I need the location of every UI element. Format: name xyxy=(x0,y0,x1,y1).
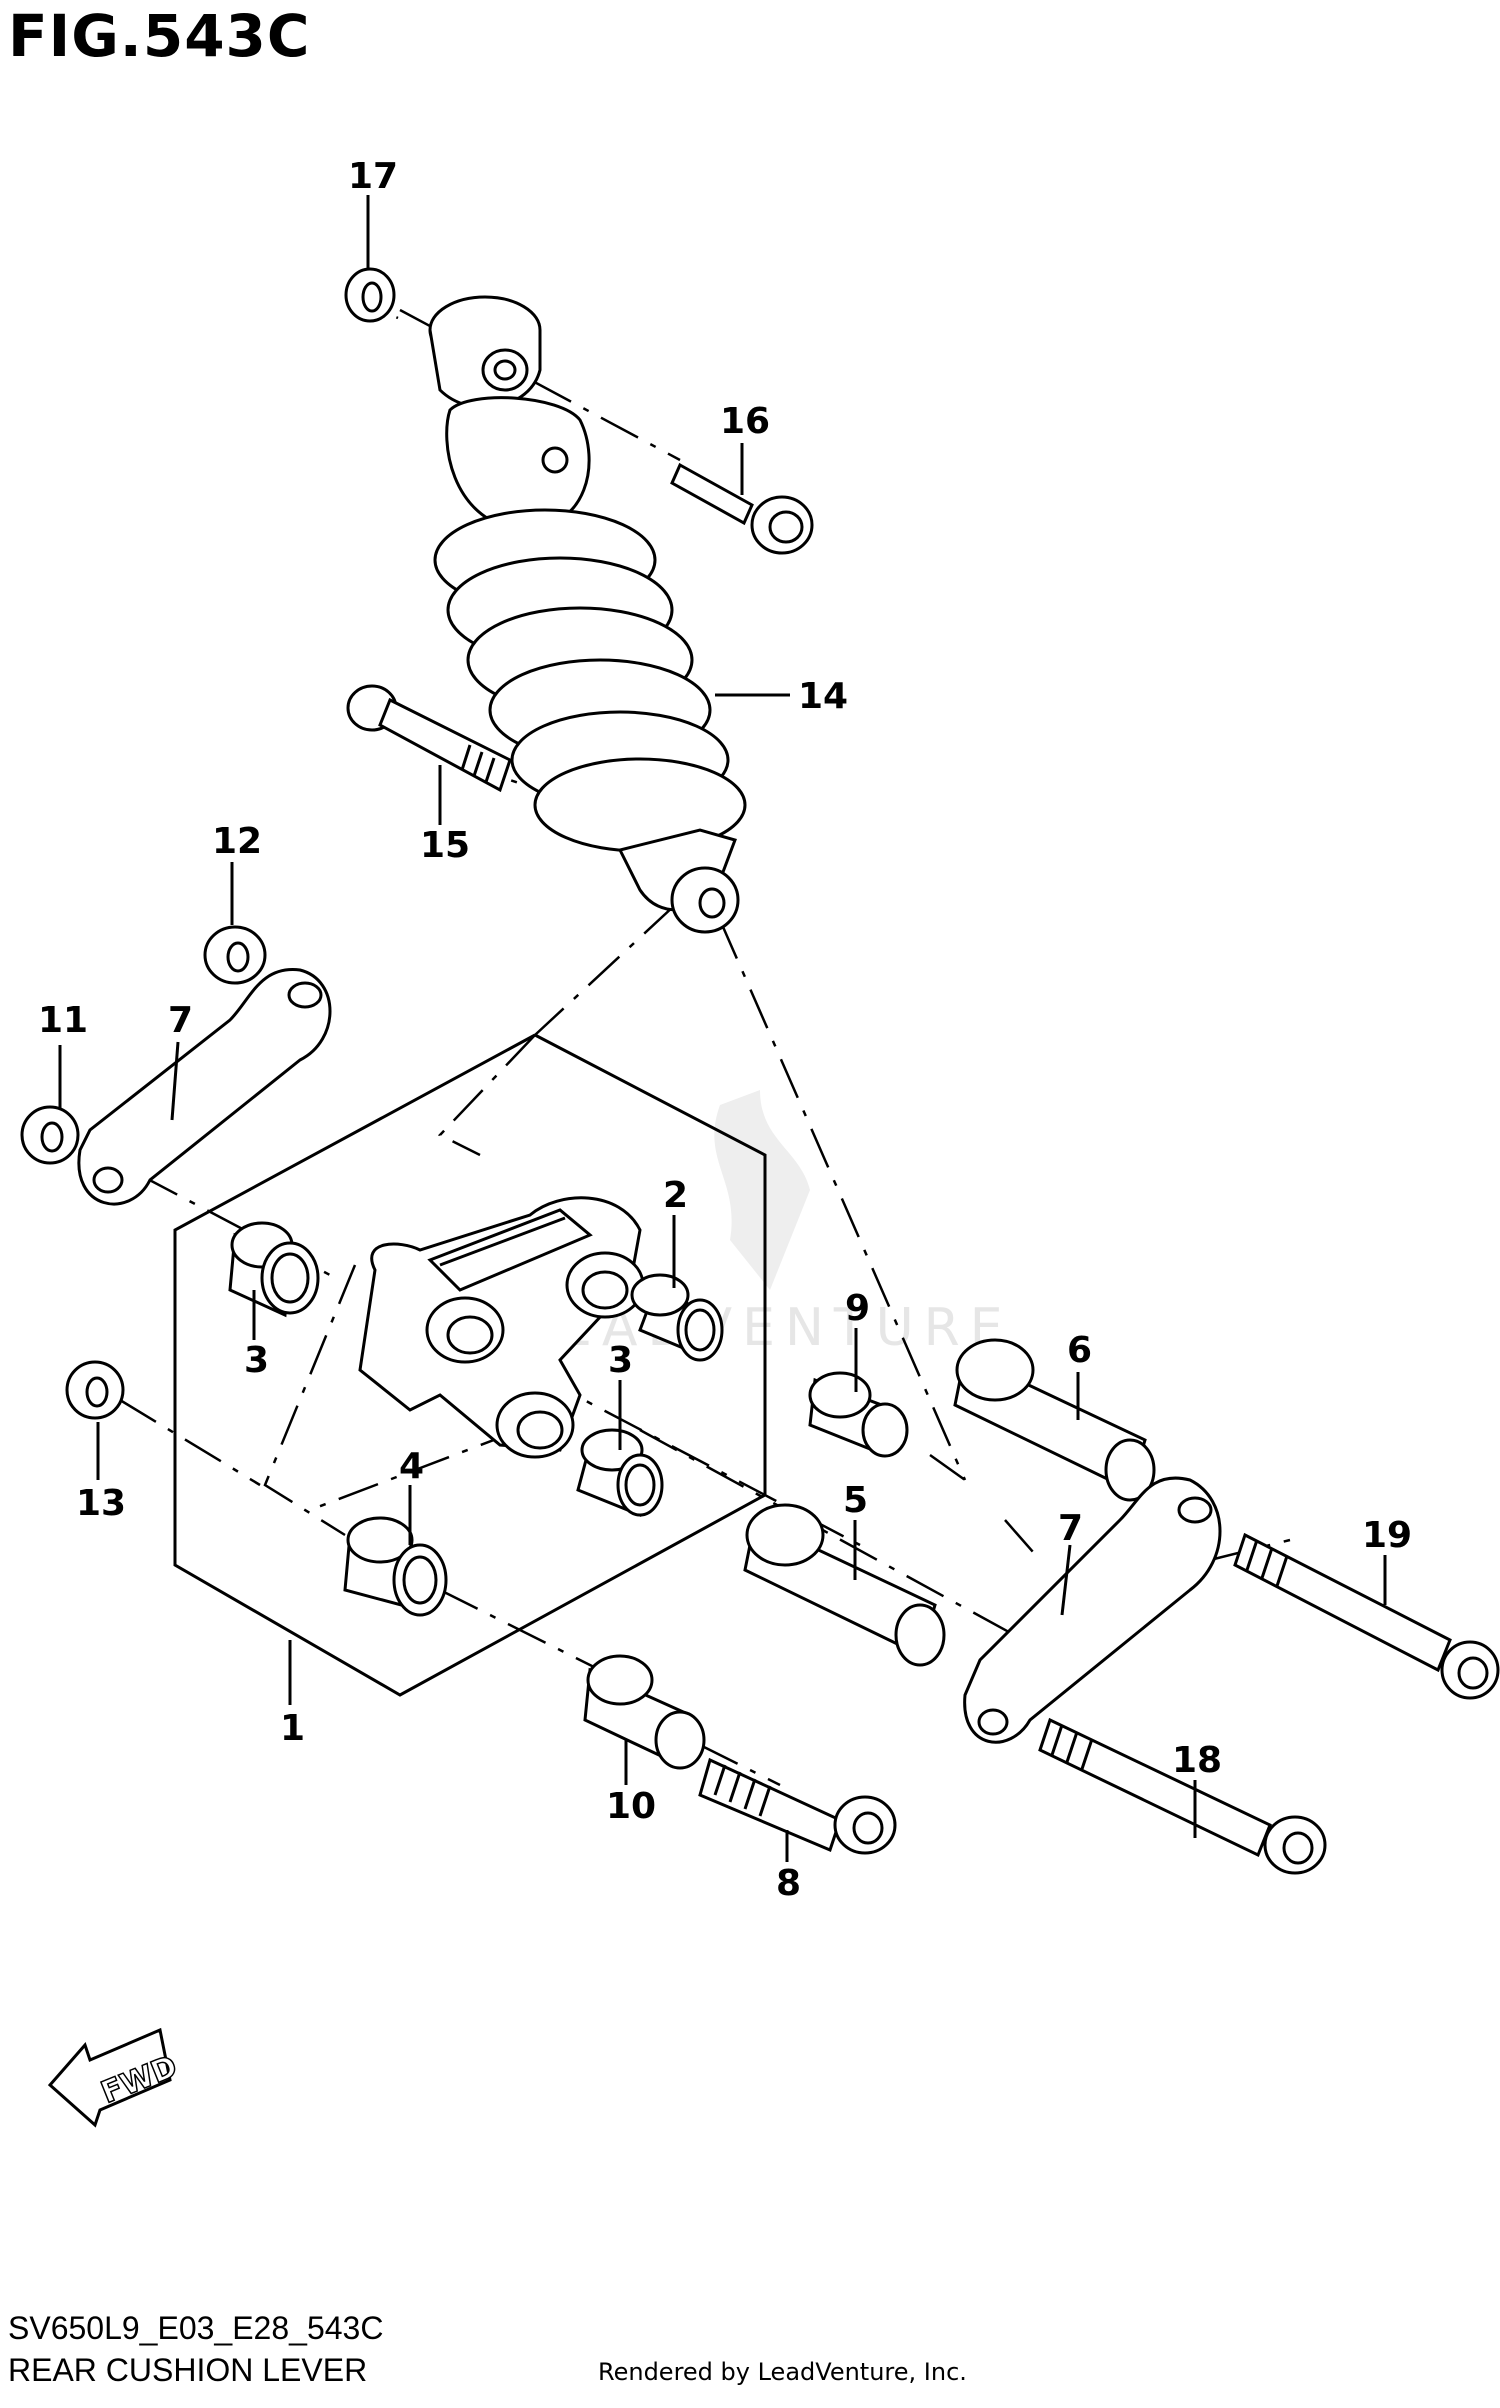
callout-17: 15 xyxy=(420,825,470,866)
callout-18: 16 xyxy=(720,401,770,442)
part-9-spacer xyxy=(808,1371,909,1458)
part-16-shock-absorber xyxy=(428,295,747,934)
figure-code: SV650L9_E03_E28_543C xyxy=(8,2310,384,2346)
callout-10: 10 xyxy=(606,1786,656,1827)
callout-3-upper: 3 xyxy=(244,1340,269,1381)
callout-16: 14 xyxy=(798,676,848,717)
callout-14: 12 xyxy=(212,821,262,862)
callout-12: 19 xyxy=(1362,1515,1412,1556)
callout-leaders xyxy=(58,195,1387,1862)
callout-15: 13 xyxy=(76,1483,126,1524)
part-13-nut xyxy=(20,1105,80,1165)
figure-title: FIG.543C xyxy=(8,2,311,70)
part-3-bearing-upper xyxy=(228,1221,320,1318)
part-19-nut xyxy=(344,267,396,323)
part-5-collar xyxy=(743,1503,946,1667)
figure-name: REAR CUSHION LEVER xyxy=(8,2352,368,2388)
callout-labels: 17 16 14 15 12 11 7 2 3 3 9 6 13 4 5 7 1… xyxy=(38,156,1412,1904)
callout-7-right: 7 xyxy=(1058,1508,1083,1549)
part-7-link-rod-right xyxy=(963,1476,1222,1744)
callout-19: 17 xyxy=(348,156,398,197)
fwd-arrow: FWD xyxy=(47,2027,183,2128)
part-4-bearing xyxy=(343,1516,448,1617)
render-credit: Rendered by LeadVenture, Inc. xyxy=(598,2358,967,2386)
callout-2: 2 xyxy=(663,1175,688,1216)
part-12-bolt xyxy=(1233,1532,1500,1700)
part-18-bolt xyxy=(670,462,814,555)
callout-4: 4 xyxy=(399,1446,424,1487)
callout-9: 9 xyxy=(845,1288,870,1329)
lever-assembly-outline xyxy=(173,1033,767,1697)
callout-8: 8 xyxy=(776,1863,801,1904)
part-6-collar xyxy=(953,1338,1156,1502)
callout-11: 18 xyxy=(1172,1740,1222,1781)
part-11-bolt xyxy=(1038,1717,1327,1875)
cushion-lever xyxy=(358,1196,645,1459)
part-17-bolt xyxy=(346,684,512,793)
part-14-nut xyxy=(203,925,267,985)
part-15-nut xyxy=(65,1360,125,1420)
part-3-bearing-lower xyxy=(576,1428,664,1518)
callout-7-left: 7 xyxy=(168,1000,193,1041)
part-8-bolt xyxy=(698,1757,897,1855)
callout-6: 6 xyxy=(1067,1330,1092,1371)
callout-13: 11 xyxy=(38,1000,88,1041)
callout-1: 1 xyxy=(280,1708,305,1749)
part-10-spacer xyxy=(583,1654,706,1770)
callout-3-lower: 3 xyxy=(608,1340,633,1381)
part-7-link-rod-left xyxy=(77,968,332,1206)
callout-5: 5 xyxy=(843,1480,868,1521)
